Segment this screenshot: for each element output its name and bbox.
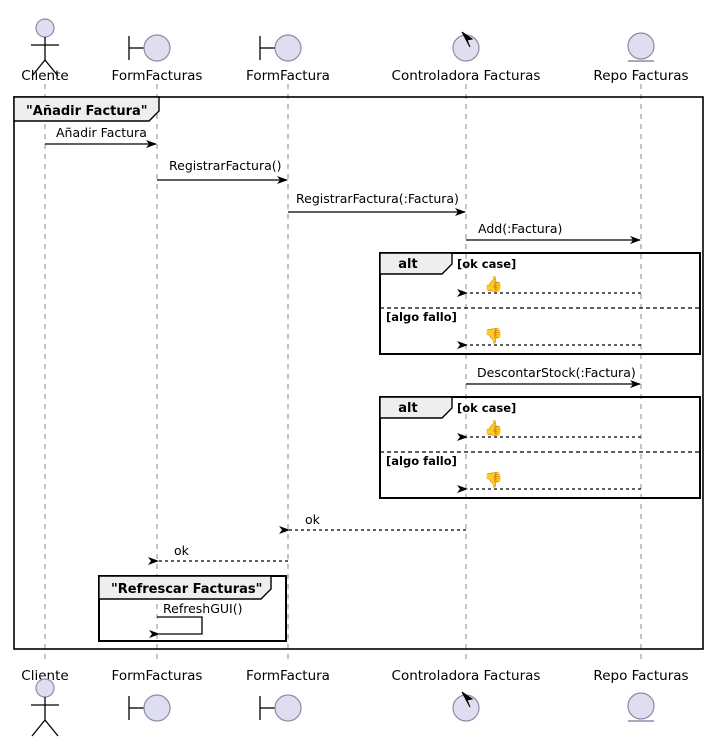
message-label-m10: ok <box>305 512 321 527</box>
message-label-m2: RegistrarFactura() <box>169 158 282 173</box>
message-label-m7: DescontarStock(:Factura) <box>477 365 636 380</box>
self-message-label-s1: RefreshGUI() <box>163 601 242 616</box>
self-message-s1[interactable]: RefreshGUI() <box>149 601 242 638</box>
frame-border-frame-anadir-factura <box>13 96 704 650</box>
boundary-circle-icon <box>143 34 171 62</box>
message-label-m4: Add(:Factura) <box>478 221 562 236</box>
message-m1[interactable]: Añadir Factura <box>45 125 157 148</box>
message-m9[interactable]: 👎 <box>457 471 641 493</box>
message-m10[interactable]: ok <box>279 512 466 534</box>
message-m8[interactable]: 👍 <box>457 419 641 441</box>
participants-top-layer: Cliente FormFacturas FormFactura Controlado… <box>21 18 689 84</box>
boundary-circle-icon <box>143 694 171 722</box>
frame-label-alt-2: alt <box>398 401 417 416</box>
guard-label-alt-1-0: [ok case] <box>457 257 516 271</box>
participant-label-bottom-repo: Repo Facturas <box>593 668 688 684</box>
actor-leg-left-icon <box>31 59 46 77</box>
participant-bottom-repo[interactable]: Repo Facturas <box>593 668 689 722</box>
frame-border-alt-1 <box>379 252 701 355</box>
message-m5[interactable]: 👍 <box>457 275 641 297</box>
entity-circle-icon <box>627 692 655 720</box>
participant-bottom-formfacturas[interactable]: FormFacturas <box>112 668 203 722</box>
actor-leg-left-icon <box>31 719 46 737</box>
guard-label-alt-2-0: [ok case] <box>457 401 516 415</box>
frame-label-frame-refrescar-facturas: "Refrescar Facturas" <box>111 582 262 597</box>
message-m2[interactable]: RegistrarFactura() <box>157 158 288 184</box>
participant-top-formfacturas[interactable]: FormFacturas <box>112 34 203 84</box>
control-arrow-icon <box>461 691 474 708</box>
frame-border-alt-2 <box>379 396 701 499</box>
message-m6[interactable]: 👎 <box>457 327 641 349</box>
message-label-m6: 👎 <box>484 327 503 345</box>
frame-tab-frame-refrescar-facturas <box>98 575 272 600</box>
lifelines-layer <box>44 84 642 664</box>
participant-bottom-formfactura[interactable]: FormFactura <box>246 668 330 722</box>
message-label-m8: 👍 <box>484 419 503 437</box>
participant-label-cliente: Cliente <box>21 68 68 84</box>
frame-label-frame-anadir-factura: "Añadir Factura" <box>26 104 148 119</box>
participants-bottom-layer: Cliente FormFacturas FormFactura Controlado… <box>21 668 689 737</box>
message-m7[interactable]: DescontarStock(:Factura) <box>466 365 641 388</box>
message-m11[interactable]: ok <box>148 543 288 565</box>
frame-tab-frame-anadir-factura <box>13 96 160 122</box>
frame-frame-refrescar-facturas: "Refrescar Facturas" <box>98 575 287 642</box>
participant-bottom-controladora[interactable]: Controladora Facturas <box>392 668 541 722</box>
boundary-circle-icon <box>274 694 302 722</box>
message-label-m1: Añadir Factura <box>56 125 147 140</box>
actor-head-icon <box>35 678 55 698</box>
participant-top-repo[interactable]: Repo Facturas <box>593 32 689 84</box>
boundary-circle-icon <box>274 34 302 62</box>
participant-top-controladora[interactable]: Controladora Facturas <box>392 31 541 84</box>
frame-alt-2: alt [ok case] [algo fallo] <box>379 396 701 499</box>
participant-top-formfactura[interactable]: FormFactura <box>246 34 330 84</box>
participant-label-bottom-controladora: Controladora Facturas <box>392 668 541 684</box>
participant-label-formfacturas: FormFacturas <box>112 68 203 84</box>
control-arrow-icon <box>461 31 474 48</box>
message-m3[interactable]: RegistrarFactura(:Factura) <box>288 191 466 216</box>
actor-leg-right-icon <box>44 719 59 737</box>
guard-label-alt-2-1: [algo fallo] <box>386 454 457 468</box>
frame-tab-alt-1 <box>379 252 453 275</box>
message-m4[interactable]: Add(:Factura) <box>466 221 641 244</box>
message-label-m3: RegistrarFactura(:Factura) <box>296 191 459 206</box>
participant-label-bottom-formfacturas: FormFacturas <box>112 668 203 684</box>
frames-layer: "Añadir Factura" "Refrescar Facturas" alt [… <box>13 96 704 650</box>
participant-label-repo: Repo Facturas <box>593 68 688 84</box>
participant-top-cliente[interactable]: Cliente <box>21 18 69 84</box>
participant-label-bottom-formfactura: FormFactura <box>246 668 330 684</box>
message-label-m9: 👎 <box>484 471 503 489</box>
frame-alt-1: alt [ok case] [algo fallo] <box>379 252 701 355</box>
entity-circle-icon <box>627 32 655 60</box>
actor-head-icon <box>35 18 55 38</box>
frame-label-alt-1: alt <box>398 257 417 272</box>
frame-tab-alt-2 <box>379 396 453 419</box>
message-label-m11: ok <box>174 543 190 558</box>
participant-label-formfactura: FormFactura <box>246 68 330 84</box>
participant-label-controladora: Controladora Facturas <box>392 68 541 84</box>
participant-label-bottom-cliente: Cliente <box>21 668 68 684</box>
self-message-path-s1 <box>149 616 203 638</box>
frame-frame-anadir-factura: "Añadir Factura" <box>13 96 704 650</box>
guard-label-alt-1-1: [algo fallo] <box>386 310 457 324</box>
participant-bottom-cliente[interactable]: Cliente <box>21 668 69 737</box>
actor-leg-right-icon <box>44 59 59 77</box>
message-label-m5: 👍 <box>484 275 503 293</box>
